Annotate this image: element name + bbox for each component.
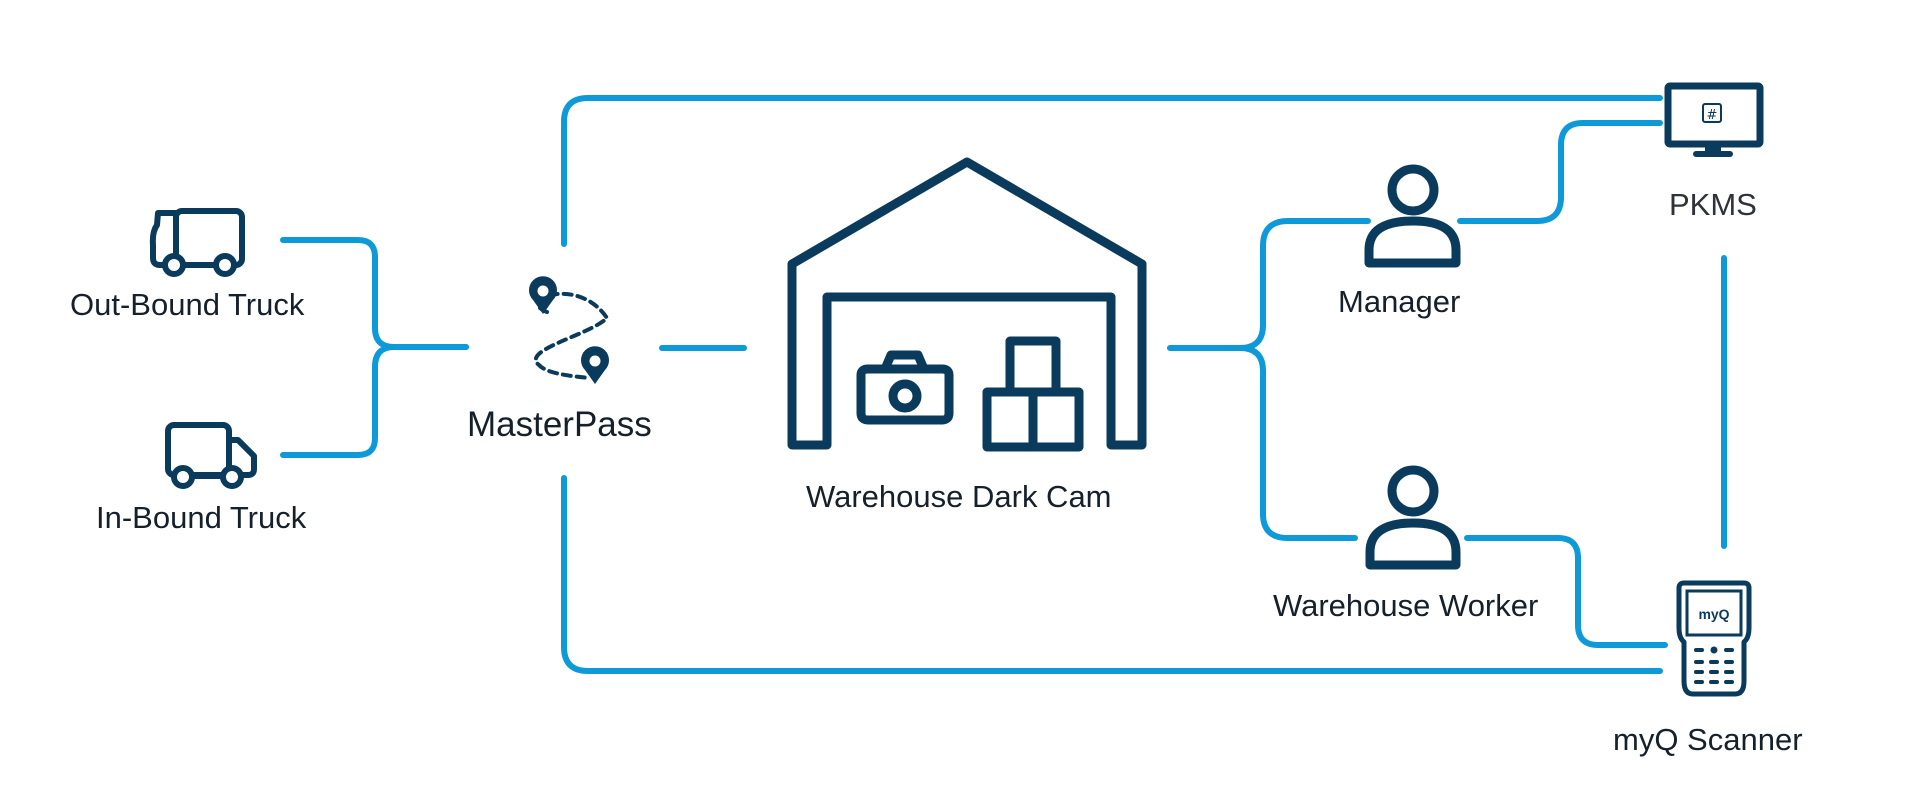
handheld-scanner-icon: myQ [1676,580,1752,697]
connector-lines [280,95,1727,674]
warehouse-icon [787,157,1147,450]
scanner-keypad [1694,646,1734,684]
monitor-screen-text: # [1707,108,1718,123]
connector-masterpass-pkms [561,95,1663,247]
masterpass-label: MasterPass [467,405,652,444]
scanner-label: myQ Scanner [1613,722,1803,757]
connector-worker-scanner [1464,535,1668,648]
outbound-truck-label: Out-Bound Truck [70,287,305,322]
connector-warehouse-worker [1237,345,1358,541]
connector-outbound-truck [280,237,469,350]
connector-manager-pkms [1457,120,1663,224]
truck-icon [165,422,257,489]
manager-label: Manager [1338,284,1461,319]
truck-icon [149,208,245,277]
route-map-pin-icon [528,276,610,384]
camera-icon [856,350,954,425]
boxes-icon [982,336,1084,452]
worker-label: Warehouse Worker [1273,588,1539,623]
warehouse-label: Warehouse Dark Cam [806,479,1112,514]
connector-masterpass-scanner [561,475,1663,674]
user-icon [1364,164,1461,268]
connector-inbound-truck [280,344,469,458]
pkms-label: PKMS [1669,187,1757,222]
monitor-icon: # [1664,82,1764,157]
scanner-screen-text: myQ [1698,606,1729,622]
inbound-truck-label: In-Bound Truck [96,500,307,535]
user-icon [1365,465,1461,570]
